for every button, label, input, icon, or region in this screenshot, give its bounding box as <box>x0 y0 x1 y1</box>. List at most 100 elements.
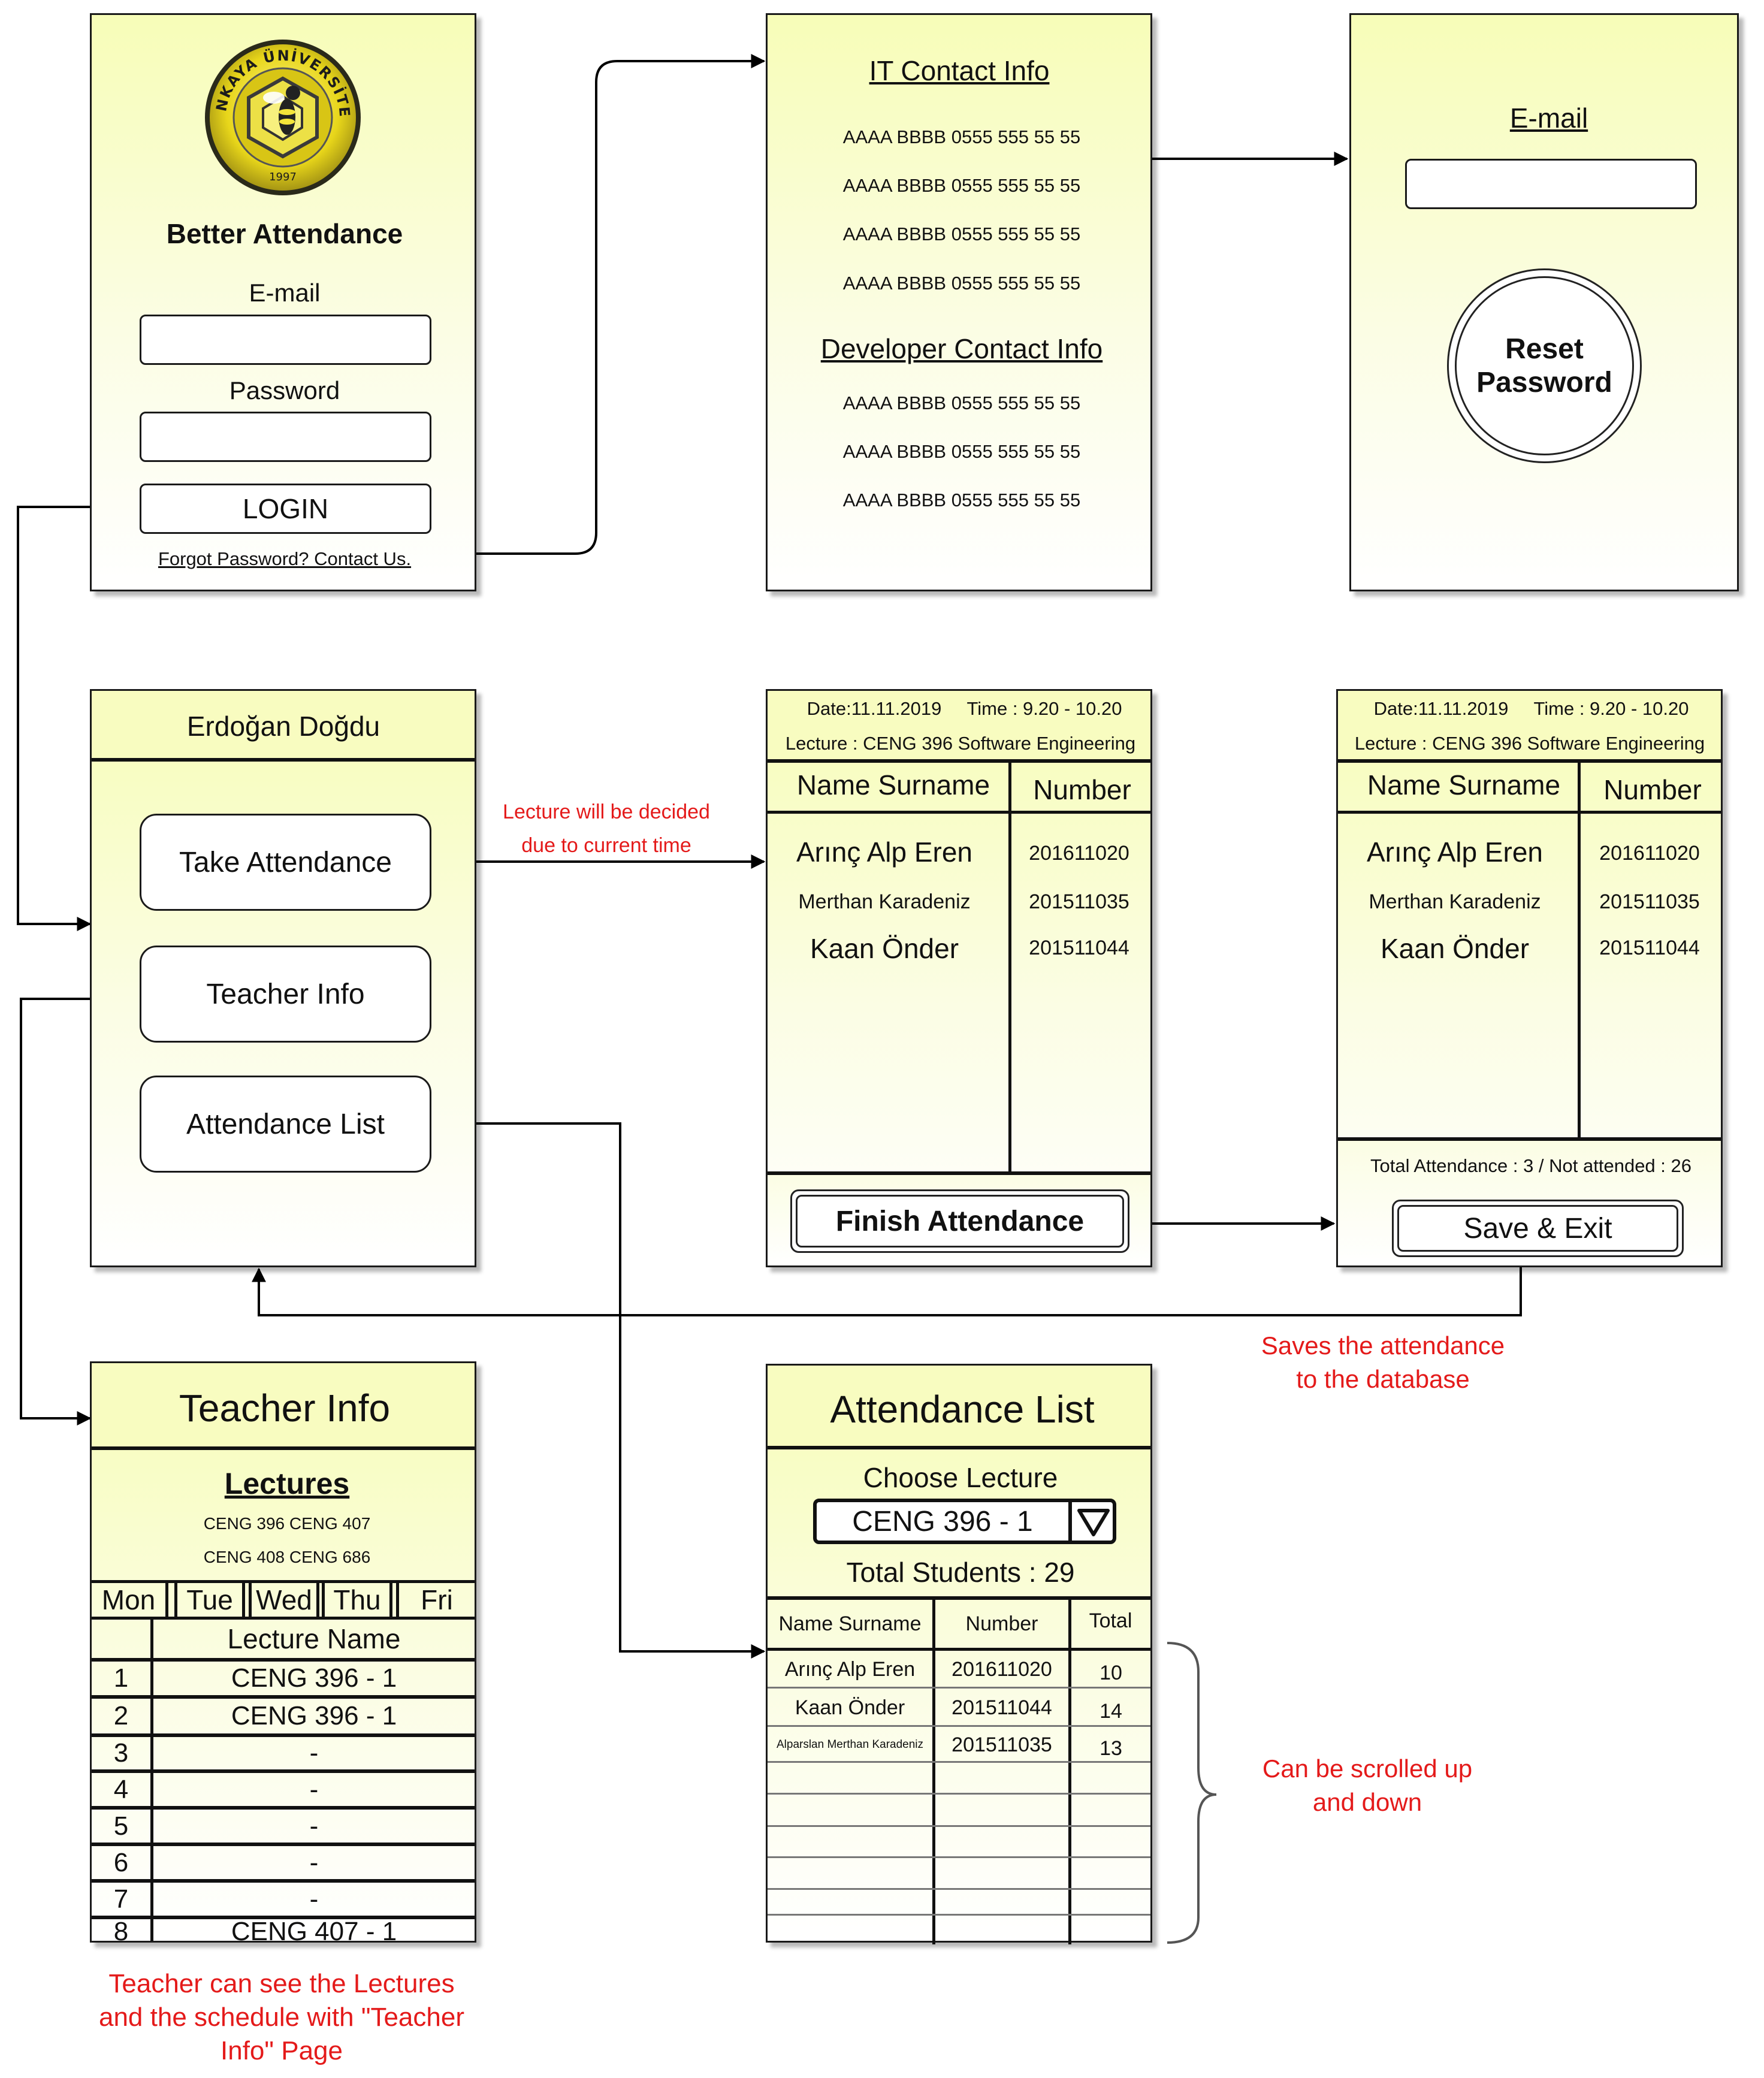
login-button[interactable]: LOGIN <box>140 484 431 534</box>
save-attendance-screen: Date:11.11.2019 Time : 9.20 - 10.20 Lect… <box>1336 689 1723 1267</box>
save-student-name: Kaan Önder <box>1380 933 1530 964</box>
it-contact-item: AAAA BBBB 0555 555 55 55 <box>842 126 1081 147</box>
list-row-number: 201611020 <box>952 1658 1052 1681</box>
student-number: 201511044 <box>1029 937 1129 959</box>
day-tab[interactable]: Wed <box>249 1583 319 1617</box>
attendance-summary: Total Attendance : 3 / Not attended : 26 <box>1370 1155 1691 1176</box>
teacher-info-title: Teacher Info <box>179 1387 391 1430</box>
teacher-info-button[interactable]: Teacher Info <box>140 946 431 1043</box>
dev-contact-item: AAAA BBBB 0555 555 55 55 <box>842 441 1081 462</box>
reset-button-line2: Password <box>1476 366 1612 398</box>
schedule-slot: 2 <box>113 1701 129 1730</box>
scroll-brace <box>1167 1642 1217 1944</box>
password-label: Password <box>229 376 340 404</box>
reset-password-screen: E-mail Reset Password <box>1349 13 1739 591</box>
reset-password-button[interactable]: Reset Password <box>1447 268 1642 463</box>
save-col-number: Number <box>1603 774 1702 805</box>
annotation-scroll: and down <box>1312 1788 1422 1816</box>
save-time: Time : 9.20 - 10.20 <box>1533 698 1689 719</box>
user-name: Erdoğan Doğdu <box>186 711 380 742</box>
take-attendance-screen: Date:11.11.2019 Time : 9.20 - 10.20 Lect… <box>766 689 1152 1267</box>
teacher-info-label: Teacher Info <box>206 978 365 1010</box>
save-lecture: Lecture : CENG 396 Software Engineering <box>1354 733 1705 754</box>
list-col-total: Total <box>1089 1609 1132 1632</box>
schedule-slot: 7 <box>113 1884 129 1914</box>
arrow-forgot-to-contact <box>428 54 766 555</box>
day-tab[interactable]: Tue <box>174 1583 245 1617</box>
annotation-scroll: Can be scrolled up <box>1262 1754 1473 1783</box>
lecture-dropdown[interactable]: CENG 396 - 1 <box>813 1499 1116 1544</box>
reset-email-field[interactable] <box>1405 159 1697 209</box>
list-row-number: 201511044 <box>952 1696 1052 1719</box>
col-number: Number <box>1033 774 1131 805</box>
schedule-lecture: CENG 396 - 1 <box>231 1701 397 1730</box>
svg-text:1997: 1997 <box>269 171 297 183</box>
attendance-time: Time : 9.20 - 10.20 <box>966 698 1122 719</box>
col-lecture-name: Lecture Name <box>227 1623 401 1654</box>
save-exit-button[interactable]: Save & Exit <box>1392 1200 1684 1257</box>
student-number: 201511035 <box>1029 890 1129 913</box>
login-screen: ÇANKAYA ÜNİVERSİTESİ 1997 Better Attenda… <box>90 13 476 591</box>
lectures-line: CENG 408 CENG 686 <box>203 1548 371 1566</box>
lectures-line: CENG 396 CENG 407 <box>203 1514 371 1533</box>
email-field[interactable] <box>140 315 431 365</box>
save-exit-label: Save & Exit <box>1463 1212 1612 1245</box>
total-students: Total Students : 29 <box>846 1557 1075 1588</box>
finish-attendance-button[interactable]: Finish Attendance <box>790 1189 1129 1253</box>
list-row-name: Arınç Alp Eren <box>784 1658 916 1681</box>
day-label: Thu <box>333 1584 381 1615</box>
schedule-lecture: CENG 407 - 1 <box>231 1917 397 1946</box>
day-tab[interactable]: Mon <box>92 1583 168 1617</box>
reset-button-line1: Reset <box>1505 333 1584 365</box>
schedule-slot: 8 <box>113 1917 129 1946</box>
schedule-slot: 5 <box>113 1811 129 1841</box>
save-student-number: 201611020 <box>1599 842 1700 865</box>
teacher-info-header: Teacher Info <box>92 1363 475 1450</box>
take-attendance-label: Take Attendance <box>179 846 392 878</box>
annotation-saves: Saves the attendance <box>1261 1331 1505 1360</box>
list-col-name: Name Surname <box>778 1612 922 1635</box>
schedule-lecture: - <box>309 1811 319 1841</box>
main-menu-screen: Erdoğan Doğdu Take Attendance Teacher In… <box>90 689 476 1267</box>
dev-contact-item: AAAA BBBB 0555 555 55 55 <box>842 490 1081 511</box>
list-row-total: 10 <box>1100 1662 1122 1684</box>
list-row-name: Alparslan Merthan Karadeniz <box>776 1738 924 1751</box>
save-header: Date:11.11.2019 Time : 9.20 - 10.20 Lect… <box>1338 691 1721 763</box>
schedule-lecture: - <box>309 1847 319 1877</box>
attendance-list-button[interactable]: Attendance List <box>140 1076 431 1173</box>
developer-contact-title: Developer Contact Info <box>820 333 1103 364</box>
student-name: Kaan Önder <box>809 933 959 964</box>
save-student-name: Merthan Karadeniz <box>1369 890 1541 913</box>
annotation-teacher-note: Teacher can see the Lectures <box>108 1969 455 1998</box>
schedule-lecture: - <box>309 1738 319 1768</box>
forgot-password-link[interactable]: Forgot Password? Contact Us. <box>158 548 412 569</box>
it-contact-item: AAAA BBBB 0555 555 55 55 <box>842 273 1081 294</box>
choose-lecture-label: Choose Lecture <box>863 1462 1058 1493</box>
student-name: Merthan Karadeniz <box>798 890 971 913</box>
annotation-teacher-note: Info" Page <box>220 2036 343 2065</box>
day-label: Mon <box>101 1584 156 1615</box>
schedule-lecture: - <box>309 1774 319 1804</box>
list-col-number: Number <box>965 1612 1038 1635</box>
finish-attendance-label: Finish Attendance <box>835 1205 1085 1237</box>
take-attendance-button[interactable]: Take Attendance <box>140 814 431 911</box>
arrow-save-to-menu <box>252 1252 1522 1316</box>
dev-contact-item: AAAA BBBB 0555 555 55 55 <box>842 392 1081 413</box>
attendance-list-screen: Attendance List Choose Lecture CENG 396 … <box>766 1364 1152 1944</box>
attendance-lecture: Lecture : CENG 396 Software Engineering <box>785 733 1136 754</box>
day-label: Wed <box>256 1584 312 1615</box>
login-button-label: LOGIN <box>242 493 329 524</box>
list-row-total: 14 <box>1100 1699 1122 1723</box>
email-label: E-mail <box>249 279 321 307</box>
attendance-list-title: Attendance List <box>830 1388 1095 1431</box>
arrow-teacher-info <box>20 998 138 1425</box>
day-tab[interactable]: Fri <box>396 1583 475 1617</box>
day-tab[interactable]: Thu <box>322 1583 392 1617</box>
password-field[interactable] <box>140 412 431 462</box>
save-footer: Total Attendance : 3 / Not attended : 26… <box>1338 1137 1721 1265</box>
schedule-slot: 4 <box>113 1774 129 1804</box>
dropdown-arrow-icon[interactable] <box>1068 1502 1113 1541</box>
save-student-name: Arınç Alp Eren <box>1366 836 1544 868</box>
app-title: Better Attendance <box>166 218 403 249</box>
